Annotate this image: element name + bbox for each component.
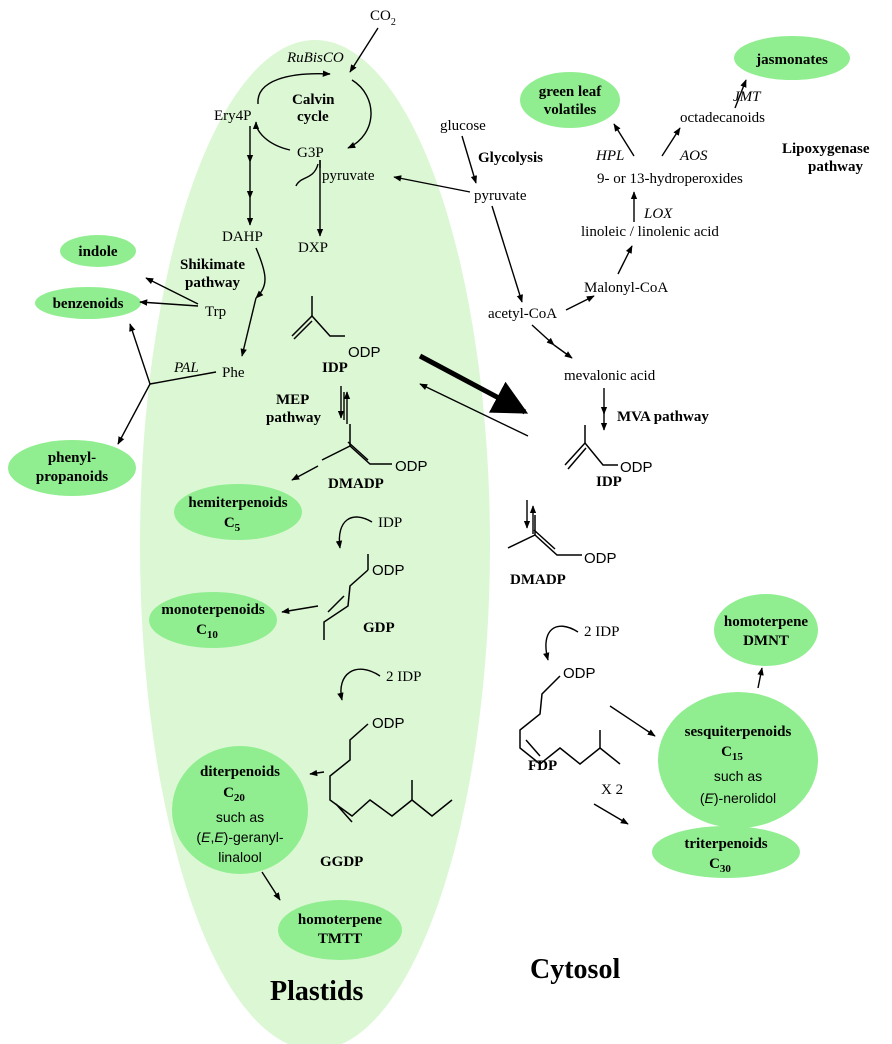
svg-text:jasmonates: jasmonates [755,52,828,68]
molecule-ggdp [329,723,453,823]
product-tmtt: homoterpene TMTT [278,900,402,960]
linoleic-label: linoleic / linolenic acid [581,224,719,240]
svg-text:C10: C10 [196,622,218,641]
svg-text:DMNT: DMNT [743,633,789,649]
pal-label: PAL [173,360,199,376]
cytosol-label: Cytosol [530,954,620,985]
plastids-label: Plastids [270,976,363,1007]
svg-text:sesquiterpenoids: sesquiterpenoids [685,724,792,740]
idp-reagent-1: IDP [378,515,402,531]
shikimate-pathway-label: pathway [185,275,241,291]
lipoxygenase-pathway-label: pathway [808,159,864,175]
product-monoterpenoids: monoterpenoids C10 [149,592,277,648]
dmadp-cytosol-label: DMADP [510,572,566,588]
molecule-idp-plastid [291,296,345,340]
mep-pathway-label: pathway [266,410,322,426]
odp-dmadp-cytosol: ODP [584,550,617,567]
svg-text:volatiles: volatiles [544,102,597,118]
acetyl-coa-label: acetyl-CoA [488,306,557,322]
svg-text:homoterpene: homoterpene [298,912,382,928]
co2-label: CO2 [370,8,396,28]
g3p-label: G3P [297,145,324,161]
lox-label: LOX [643,206,673,222]
product-phenylpropanoids: phenyl- propanoids [8,440,136,496]
octadecanoids-label: octadecanoids [680,110,765,126]
molecule-gdp [323,554,369,640]
hpl-label: HPL [595,148,624,164]
product-jasmonates: jasmonates [734,36,850,80]
svg-text:indole: indole [78,244,118,260]
svg-text:(E,E)-geranyl-: (E,E)-geranyl- [196,829,283,845]
x2-label: X 2 [601,782,623,798]
svg-text:(E)-nerolidol: (E)-nerolidol [700,790,776,806]
svg-text:triterpenoids: triterpenoids [684,836,767,852]
reaction-arrows [117,27,764,901]
mep-label: MEP [276,392,309,408]
rubisco-label: RuBisCO [286,50,344,66]
mevalonic-label: mevalonic acid [564,368,656,384]
trp-label: Trp [205,304,226,320]
product-dmnt: homoterpene DMNT [714,594,818,666]
malonyl-coa-label: Malonyl-CoA [584,280,668,296]
idp-cytosol-label: IDP [596,474,622,490]
ggdp-label: GGDP [320,854,363,870]
idp-plastid-label: IDP [322,360,348,376]
molecule-fdp [519,675,621,765]
aos-label: AOS [679,148,708,164]
calvin-label: Calvin [292,92,335,108]
svg-text:benzenoids: benzenoids [53,296,124,312]
svg-text:such as: such as [714,768,762,784]
product-triterpenoids: triterpenoids C30 [652,826,800,878]
pyruvate-cytosol-label: pyruvate [474,188,527,204]
glycolysis-label: Glycolysis [478,150,543,166]
idp-reagent-3: 2 IDP [584,624,619,640]
svg-text:C15: C15 [721,744,743,763]
product-green-leaf-volatiles: green leaf volatiles [520,72,620,128]
odp-fdp: ODP [563,665,596,682]
svg-text:hemiterpenoids: hemiterpenoids [188,495,287,511]
svg-text:TMTT: TMTT [318,931,362,947]
svg-text:diterpenoids: diterpenoids [200,764,280,780]
product-diterpenoids: diterpenoids C20 such as (E,E)-geranyl- … [172,746,308,874]
molecule-dmadp-cytosol [507,515,582,556]
lipoxygenase-label: Lipoxygenase [782,141,870,157]
dahp-label: DAHP [222,229,263,245]
hydroperoxides-label: 9- or 13-hydroperoxides [597,171,743,187]
phe-label: Phe [222,365,245,381]
mva-pathway-label: MVA pathway [617,409,709,425]
product-sesquiterpenoids: sesquiterpenoids C15 such as (E)-nerolid… [658,692,818,828]
svg-text:monoterpenoids: monoterpenoids [161,602,265,618]
idp-reagent-2: 2 IDP [386,669,421,685]
svg-text:linalool: linalool [218,849,262,865]
product-hemiterpenoids: hemiterpenoids C5 [174,484,302,540]
odp-dmadp-plastid: ODP [395,458,428,475]
svg-text:C30: C30 [709,856,731,875]
molecule-dmadp-plastid [321,424,392,465]
glucose-label: glucose [440,118,486,134]
svg-text:propanoids: propanoids [36,469,108,485]
svg-text:phenyl-: phenyl- [48,450,96,466]
odp-ggdp: ODP [372,715,405,732]
pyruvate-plastid-label: pyruvate [322,168,375,184]
dmadp-plastid-label: DMADP [328,476,384,492]
dxp-label: DXP [298,240,328,256]
svg-text:C5: C5 [224,515,241,534]
molecule-idp-cytosol [564,425,618,470]
product-indole: indole [60,235,136,267]
svg-text:C20: C20 [223,785,245,804]
product-benzenoids: benzenoids [35,287,141,319]
fdp-label: FDP [528,758,557,774]
ery4p-label: Ery4P [214,108,252,124]
svg-text:green leaf: green leaf [539,84,603,100]
plastid-compartment [140,40,490,1044]
odp-idp-cytosol: ODP [620,459,653,476]
svg-text:such as: such as [216,809,264,825]
svg-text:homoterpene: homoterpene [724,614,808,630]
odp-idp-plastid: ODP [348,344,381,361]
gdp-label: GDP [363,620,395,636]
shikimate-label: Shikimate [180,257,245,273]
cycle-label: cycle [297,109,329,125]
odp-gdp: ODP [372,562,405,579]
